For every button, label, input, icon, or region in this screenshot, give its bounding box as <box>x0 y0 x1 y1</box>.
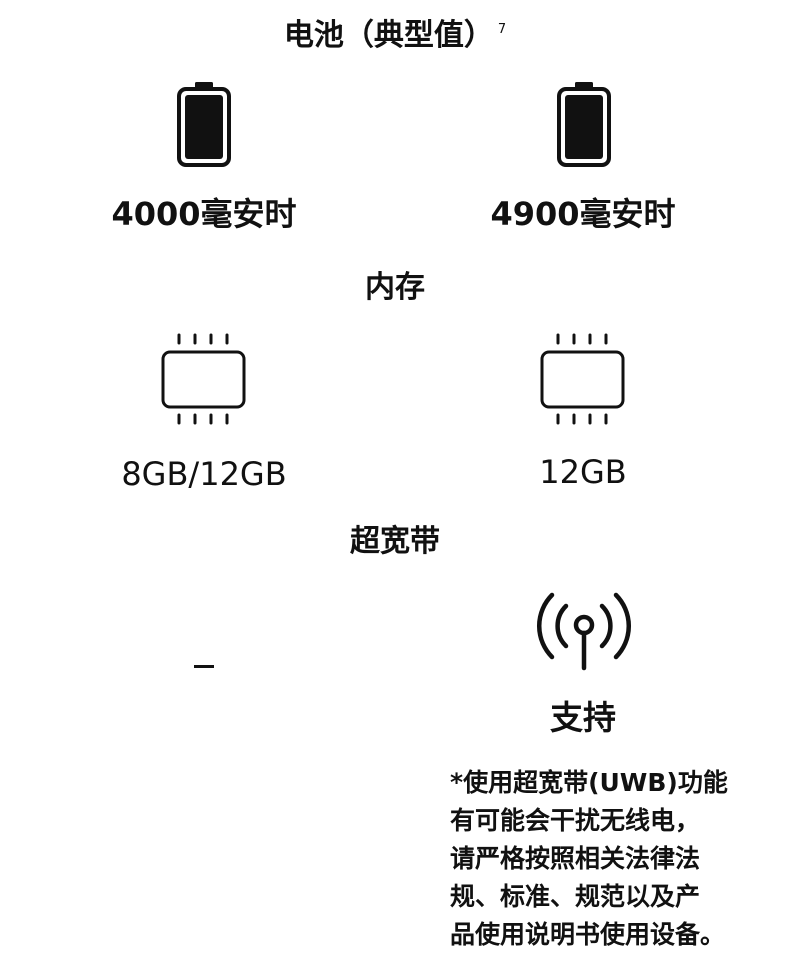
battery-icon <box>557 82 611 167</box>
note-line: *使用超宽带(UWB)功能 <box>450 768 728 797</box>
memory-title-text: 内存 <box>365 270 425 305</box>
memory-left-value: 8GB/12GB <box>121 455 287 493</box>
note-line: 请严格按照相关法律法 <box>450 844 701 873</box>
battery-section-title: 电池（典型值）7 <box>0 16 790 56</box>
memory-right-value: 12GB <box>539 453 627 491</box>
battery-left-value: 4000毫安时 <box>111 195 297 233</box>
note-line: 有可能会干扰无线电， <box>450 806 701 835</box>
uwb-left-value <box>194 665 214 668</box>
note-line: 品使用说明书使用设备。 <box>450 920 726 949</box>
uwb-right-value: 支持 <box>550 698 616 737</box>
uwb-title-text: 超宽带 <box>350 524 440 559</box>
uwb-antenna-icon <box>537 592 631 671</box>
battery-right-value: 4900毫安时 <box>490 195 676 233</box>
battery-title-text: 电池（典型值） <box>283 18 494 53</box>
battery-footnote-ref: 7 <box>497 22 507 37</box>
note-line: 规、标准、规范以及产 <box>450 882 701 911</box>
memory-chip-icon <box>161 333 246 425</box>
battery-icon <box>177 82 231 167</box>
memory-section-title: 内存 <box>0 268 790 308</box>
memory-chip-icon <box>540 333 625 425</box>
uwb-disclaimer-note: *使用超宽带(UWB)功能 有可能会干扰无线电， 请严格按照相关法律法 规、标准… <box>450 764 770 954</box>
uwb-section-title: 超宽带 <box>0 522 790 562</box>
